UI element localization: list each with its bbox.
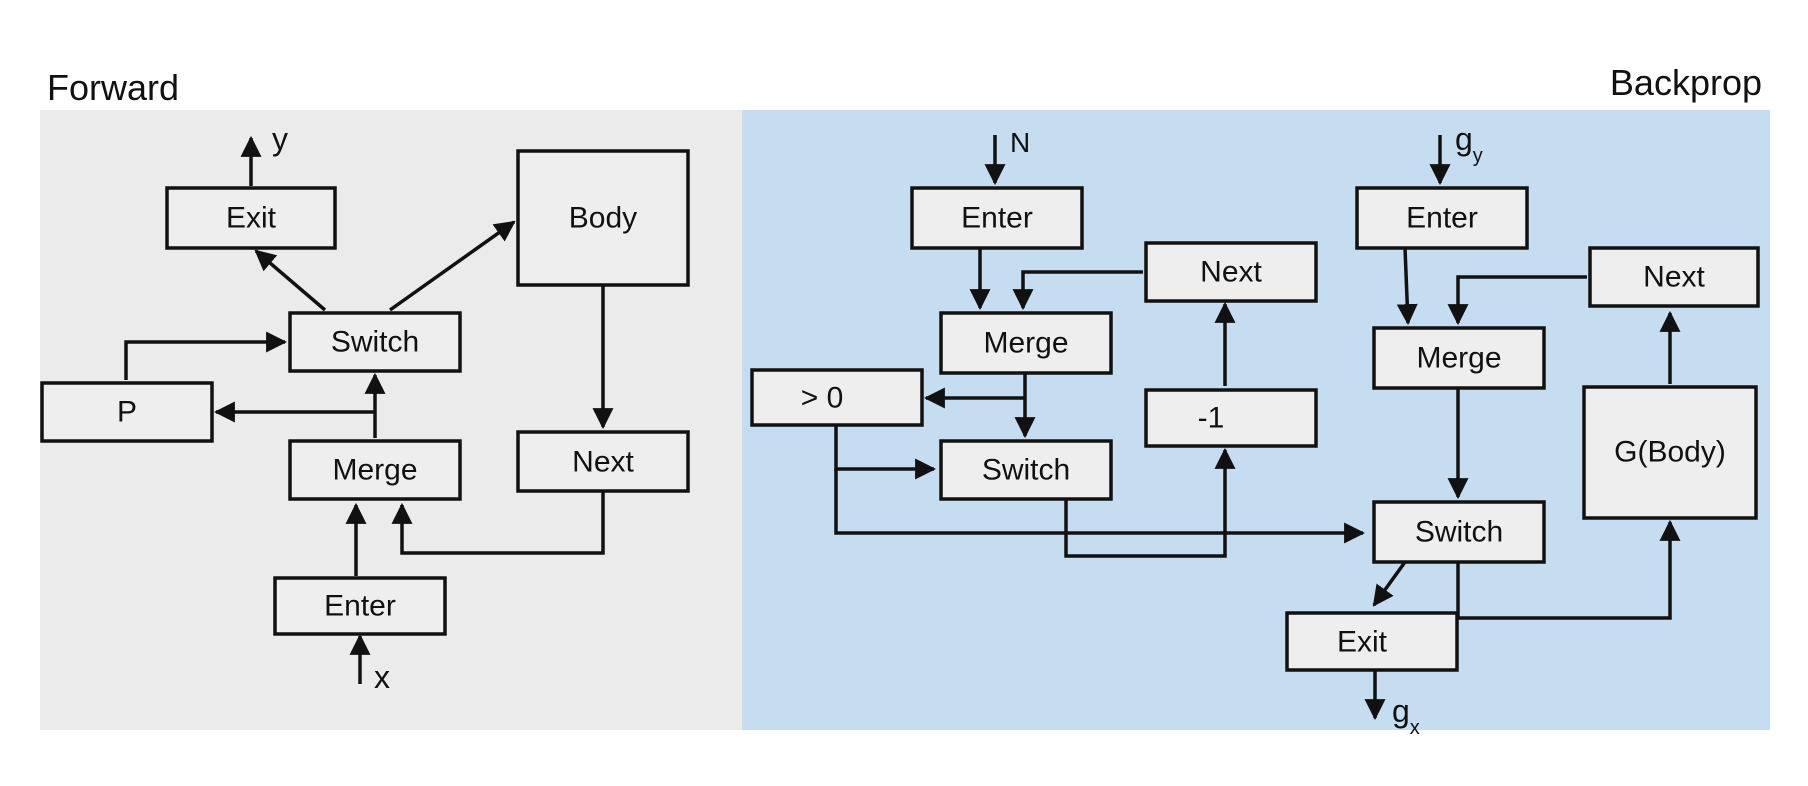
svg-text:Enter: Enter [1406,202,1478,235]
forward-node-merge: Merge [288,439,462,501]
edge-gt0-switch2 [834,469,1366,544]
backprop-node-enter-2: Enter [1355,186,1529,250]
edge-switch1-minus1 [1064,447,1236,558]
backprop-node-minus1: -1 [1144,388,1318,448]
edge-enter2-merge2 [1396,247,1418,326]
forward-edges [124,135,614,684]
svg-text:Merge: Merge [1416,342,1501,375]
backprop-node-enter-1: Enter [910,186,1084,250]
svg-text:P: P [117,396,137,429]
forward-node-body: Body [516,149,690,287]
forward-node-switch: Switch [288,311,462,373]
svg-text:-1: -1 [1198,402,1225,435]
svg-text:Body: Body [569,202,637,235]
edge-switch2-gbody [1456,519,1681,620]
edge-switch-body [388,220,516,312]
svg-text:Exit: Exit [226,202,277,235]
svg-text:> 0: > 0 [801,382,844,415]
gy-subscript: y [1473,145,1483,167]
svg-text:Next: Next [1643,261,1705,294]
backprop-node-exit: Exit [1285,611,1459,672]
gy-base: g [1455,121,1473,157]
backprop-node-merge-2: Merge [1372,326,1546,390]
svg-text:Merge: Merge [332,454,417,487]
edge-switch-exit [254,249,327,312]
svg-text:Switch: Switch [982,454,1070,487]
backprop-node-switch-2: Switch [1372,500,1546,564]
svg-text:Next: Next [1200,256,1262,289]
svg-text:Enter: Enter [961,202,1033,235]
forward-label-y: y [272,121,288,157]
forward-label-x: x [374,659,390,695]
svg-text:Merge: Merge [983,327,1068,360]
svg-text:Exit: Exit [1337,626,1388,659]
forward-title: Forward [47,67,179,108]
forward-node-enter: Enter [273,576,447,636]
forward-node-exit: Exit [165,186,337,250]
backprop-node-gbody: G(Body) [1582,385,1758,520]
forward-node-next: Next [516,430,690,493]
backprop-title: Backprop [1610,62,1762,103]
backprop-node-gt0: > 0 [750,368,924,427]
backprop-label-gy: gy [1455,121,1483,167]
backprop-edges [834,135,1681,721]
forward-node-p: P [40,381,214,443]
backprop-node-next-1: Next [1144,241,1318,303]
edge-p-switch [124,331,288,380]
edge-next1-merge1 [1012,270,1143,311]
edge-next-merge [391,491,605,555]
svg-text:Switch: Switch [331,326,419,359]
svg-text:Enter: Enter [324,590,396,623]
svg-text:G(Body): G(Body) [1614,436,1726,469]
backprop-label-n: N [1010,127,1030,158]
backprop-node-next-2: Next [1588,246,1760,308]
edge-next2-merge2 [1447,275,1587,326]
svg-text:Next: Next [572,446,634,479]
gx-subscript: x [1410,717,1420,739]
backprop-node-switch-1: Switch [939,439,1113,501]
backprop-node-merge-1: Merge [939,311,1113,375]
backprop-label-gx: gx [1392,693,1420,739]
gx-base: g [1392,693,1410,729]
edge-switch2-exit [1372,560,1407,607]
svg-text:Switch: Switch [1415,516,1503,549]
